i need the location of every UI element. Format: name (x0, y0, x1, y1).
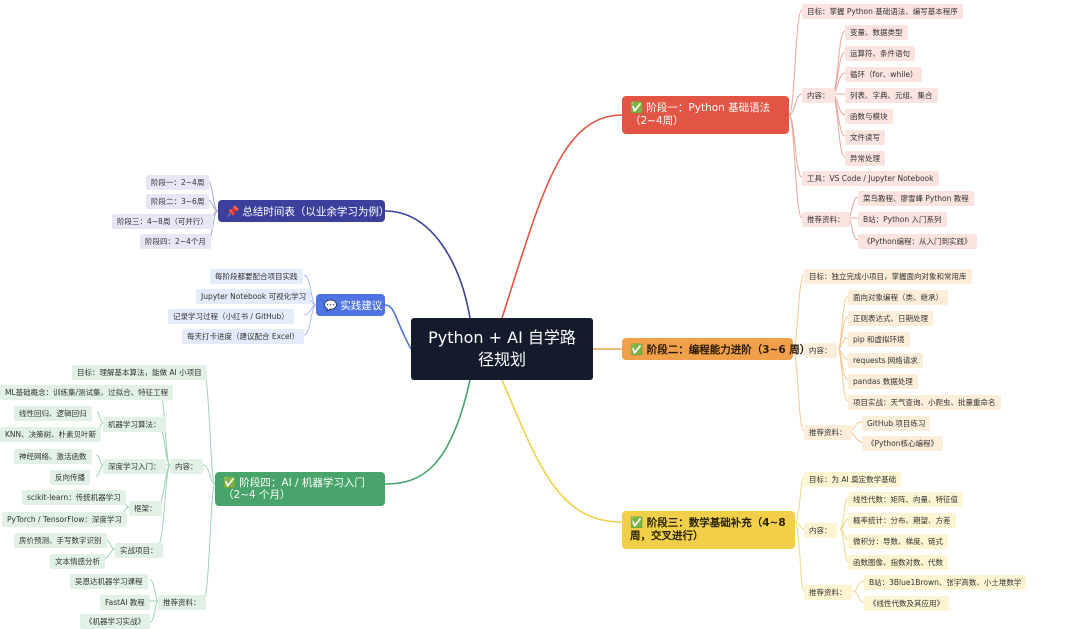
stage3-content-item: 函数图像、指数对数、代数 (848, 555, 948, 570)
stage2-content-item: 项目实战：天气查询、小爬虫、批量重命名 (848, 395, 1001, 410)
stage1-content-item: 循环（for、while） (845, 67, 923, 82)
stage4-algo-item: KNN、决策树、朴素贝叶斯 (0, 427, 102, 442)
stage1-resource-item: B站：Python 入门系列 (858, 212, 947, 227)
stage4-resource-item: FastAI 教程 (100, 595, 150, 610)
edge-root-stage4 (384, 379, 471, 485)
stage4-dl-item: 神经网络、激活函数 (14, 449, 92, 464)
practice-item: 每阶段都要配合项目实践 (210, 269, 303, 284)
stage4-fw-item: PyTorch / TensorFlow：深度学习 (2, 512, 127, 527)
stage1-content-item: 运算符、条件语句 (845, 46, 915, 61)
stage4-resources-label: 推荐资料： (158, 595, 206, 610)
practice-item: Jupyter Notebook 可视化学习 (196, 289, 312, 304)
stage4-dl-label: 深度学习入门： (103, 459, 166, 474)
stage3-content-item: 微积分：导数、梯度、链式 (848, 534, 948, 549)
root-node[interactable]: Python + AI 自学路径规划 (411, 318, 593, 380)
stage2-content-item: 面向对象编程（类、继承） (848, 290, 948, 305)
stage4-proj-label: 实战项目： (115, 543, 163, 558)
stage4-fw-label: 框架： (129, 501, 162, 516)
stage3-content-item: 线性代数：矩阵、向量、特征值 (848, 492, 963, 507)
stage4-resource-item: 《机器学习实战》 (80, 614, 150, 629)
edge-root-practice (384, 304, 412, 350)
stage4-proj-item: 房价预测、手写数字识别 (14, 533, 107, 548)
stage1-content-item: 变量、数据类型 (845, 25, 908, 40)
timeline-item: 阶段三：4~8周（可并行） (112, 214, 213, 229)
practice-item: 每天打卡进度（建议配合 Excel） (182, 329, 305, 344)
timeline-item: 阶段四：2~4个月 (140, 234, 211, 249)
timeline-item: 阶段二：3~6周 (146, 194, 210, 209)
stage2-resource-item: GitHub 项目练习 (862, 416, 931, 431)
timeline-node[interactable]: 📌 总结时间表（以业余学习为例） (218, 200, 389, 222)
edge-root-timeline (384, 210, 471, 319)
stage4-algo-item: 线性回归、逻辑回归 (14, 406, 92, 421)
stage2-content-item: 正则表达式、日期处理 (848, 311, 933, 326)
stage2-resources-label: 推荐资料： (804, 425, 852, 440)
practice-item: 记录学习过程（小红书 / GitHub） (168, 309, 294, 324)
stage1-tools: 工具：VS Code / Jupyter Notebook (802, 171, 939, 186)
edge-root-stage3 (501, 379, 623, 523)
stage4-goal: 目标：理解基本算法，能做 AI 小项目 (72, 365, 207, 380)
stage2-content-item: pandas 数据处理 (848, 374, 918, 389)
stage2-content-item: requests 网络请求 (848, 353, 923, 368)
stage1-goal: 目标：掌握 Python 基础语法、编写基本程序 (802, 4, 963, 19)
stage4-resource-item: 吴恩达机器学习课程 (70, 574, 148, 589)
stage2-node[interactable]: ✅ 阶段二：编程能力进阶（3~6 周） (622, 338, 810, 360)
stage3-goal: 目标：为 AI 奠定数学基础 (804, 472, 902, 487)
stage2-resource-item: 《Python核心编程》 (862, 436, 943, 451)
stage4-fw-item: scikit-learn：传统机器学习 (22, 490, 126, 505)
stage4-content-label: 内容： (170, 459, 203, 474)
timeline-item: 阶段一：2~4周 (146, 175, 210, 190)
stage3-content-label: 内容： (804, 523, 837, 538)
stage1-resources-label: 推荐资料： (802, 212, 850, 227)
stage4-algo-label: 机器学习算法： (103, 417, 166, 432)
edge-root-stage1 (501, 114, 623, 319)
stage4-proj-item: 文本情感分析 (50, 554, 105, 569)
stage4-node[interactable]: ✅ 阶段四：AI / 机器学习入门（2~4 个月） (215, 472, 385, 506)
stage4-ml-concept: ML基础概念：训练集/测试集、过拟合、特征工程 (0, 385, 174, 400)
stage1-content-label: 内容： (802, 88, 835, 103)
stage1-content-item: 列表、字典、元组、集合 (845, 88, 938, 103)
stage1-resource-item: 菜鸟教程、廖雪峰 Python 教程 (858, 191, 974, 206)
stage1-content-item: 文件读写 (845, 130, 885, 145)
stage3-resource-item: B站：3Blue1Brown、张宇高数、小土堆数学 (864, 575, 1027, 590)
stage3-node[interactable]: ✅ 阶段三：数学基础补充（4~8 周，交叉进行） (622, 511, 795, 549)
stage4-dl-item: 反向传播 (50, 470, 90, 485)
stage2-goal: 目标：独立完成小项目，掌握面向对象和常用库 (804, 269, 972, 284)
stage1-resource-item: 《Python编程：从入门到实践》 (858, 234, 977, 249)
stage1-content-item: 异常处理 (845, 151, 885, 166)
practice-node[interactable]: 💬 实践建议 (316, 294, 385, 316)
stage3-resource-item: 《线性代数及其应用》 (864, 596, 949, 611)
stage3-resources-label: 推荐资料： (804, 585, 852, 600)
stage1-content-item: 函数与模块 (845, 109, 893, 124)
stage2-content-label: 内容： (804, 343, 837, 358)
stage3-content-item: 概率统计：分布、期望、方差 (848, 513, 956, 528)
stage2-content-item: pip 和虚拟环境 (848, 332, 910, 347)
stage1-node[interactable]: ✅ 阶段一：Python 基础语法（2~4周） (622, 96, 789, 134)
